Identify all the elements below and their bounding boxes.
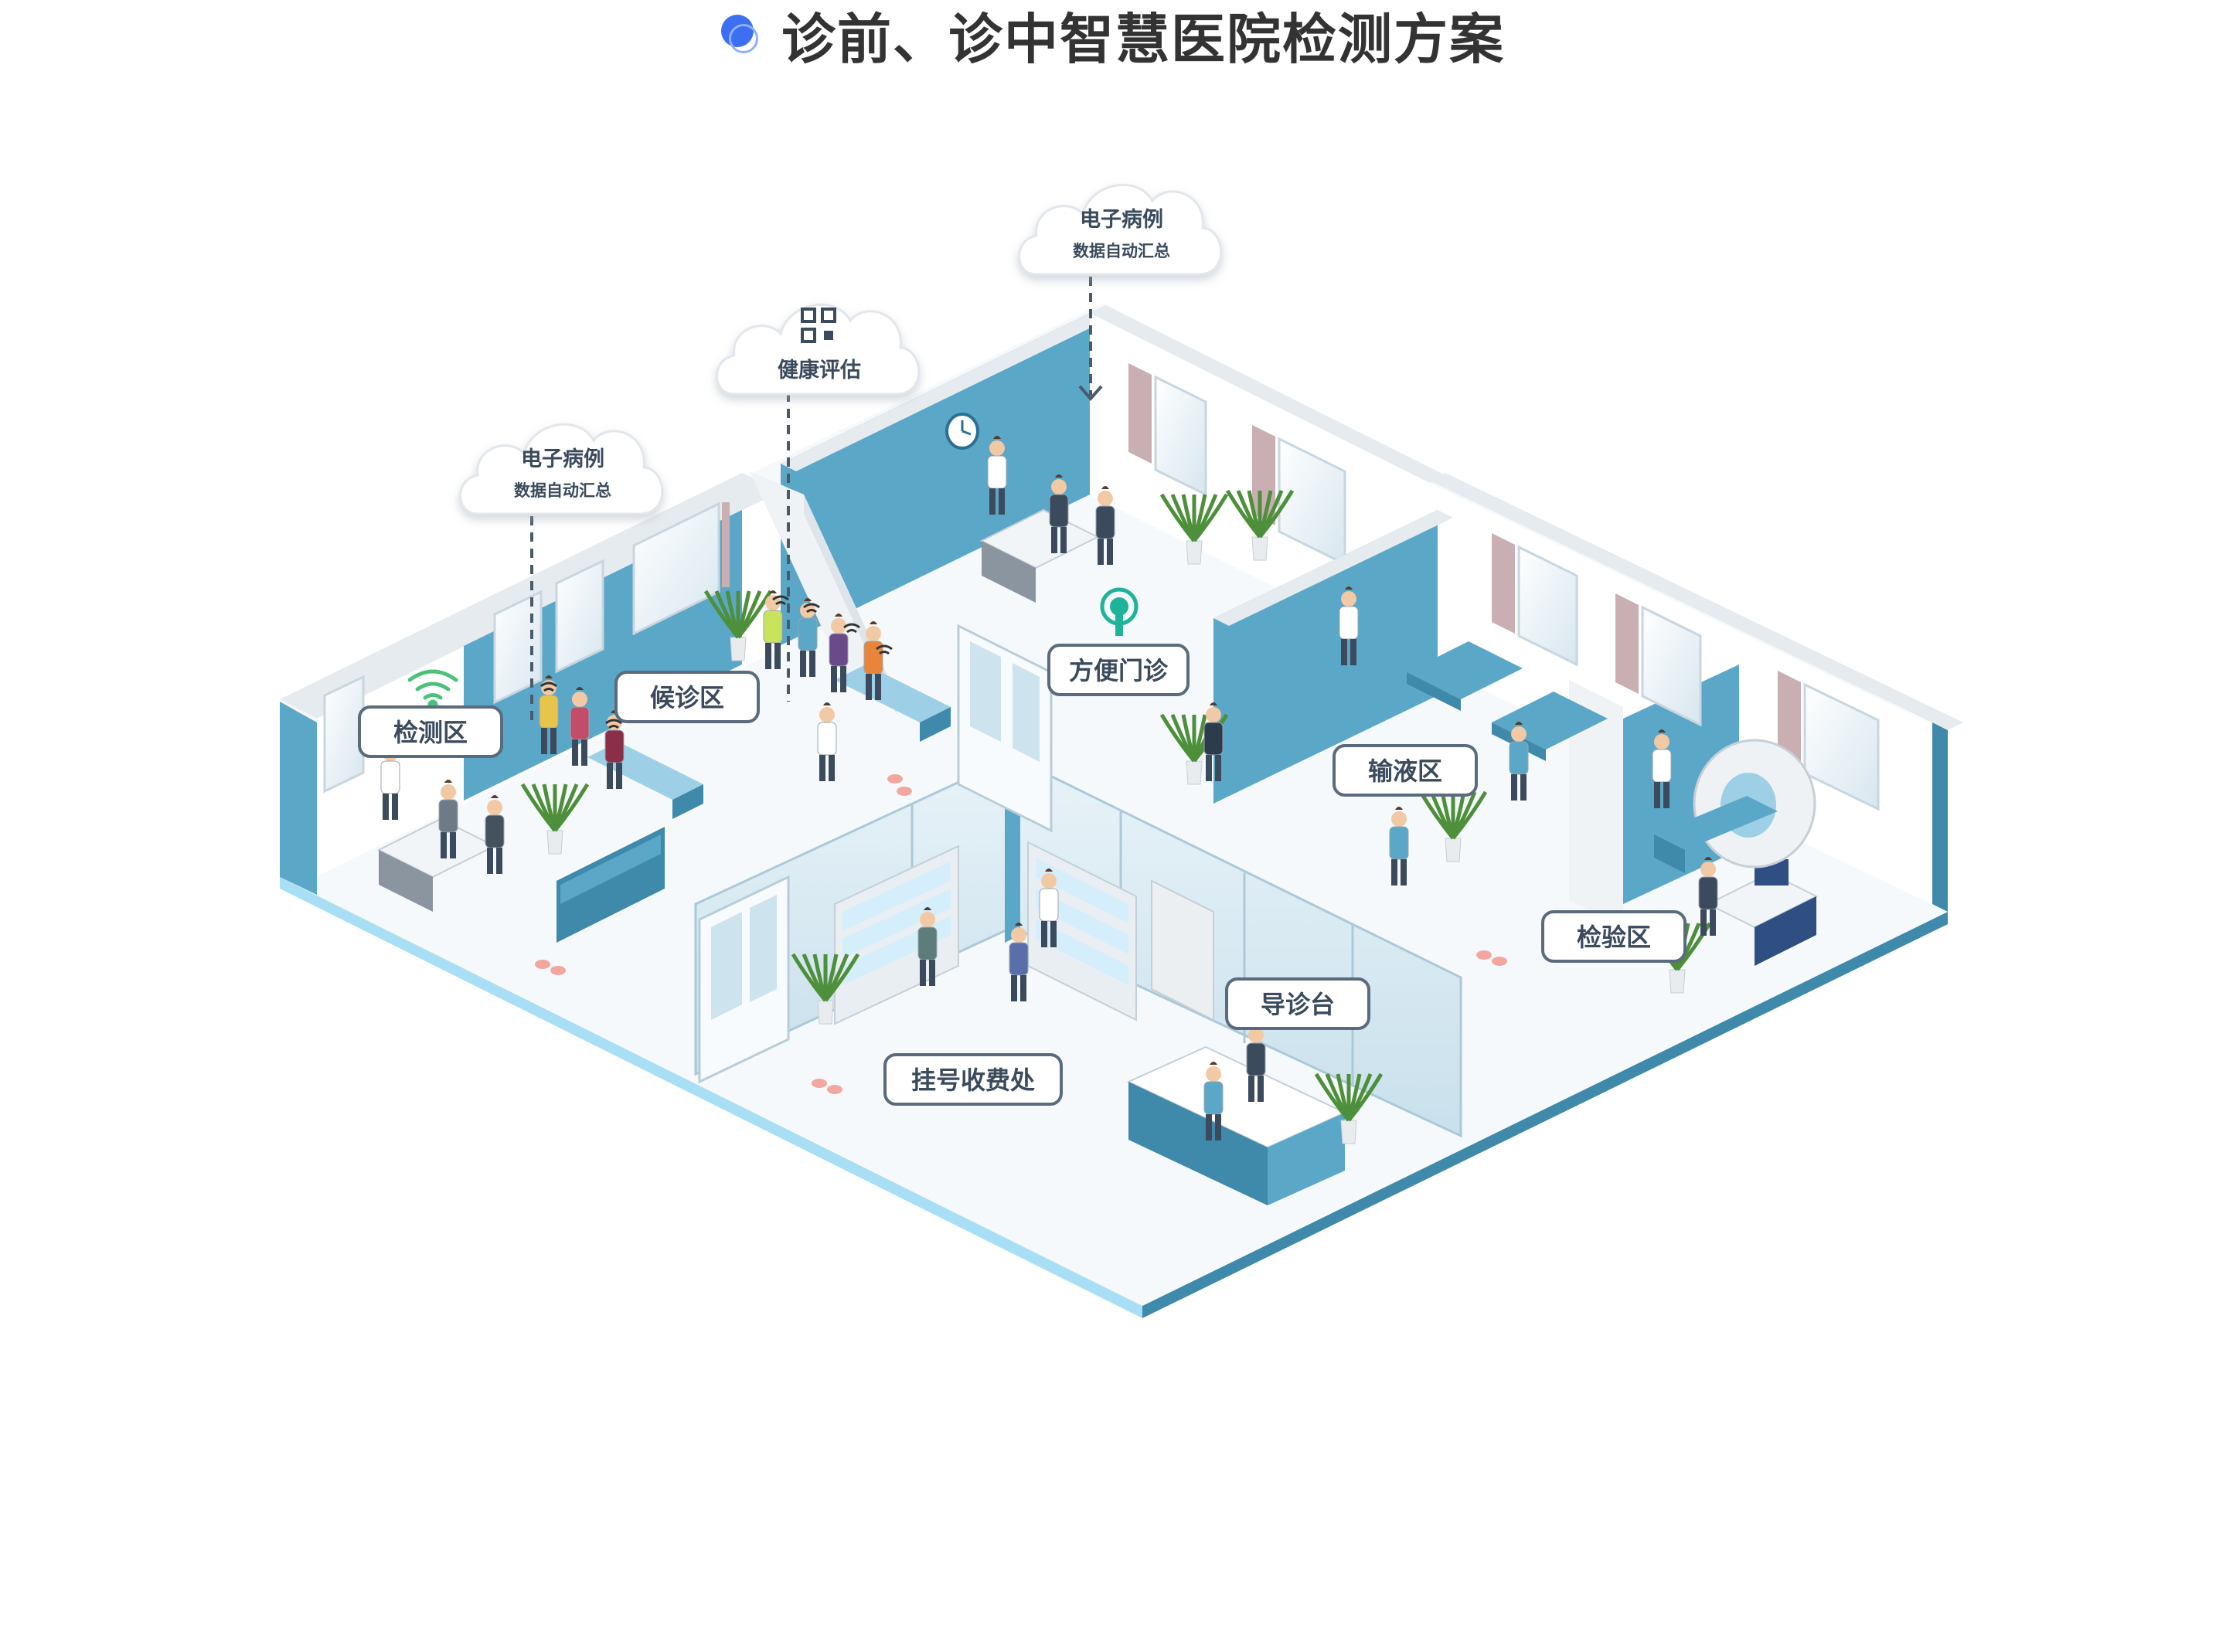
plant-icon [791, 953, 860, 1025]
cloud-text-line2: 数据自动汇总 [514, 481, 611, 500]
zone-label-text: 输液区 [1368, 756, 1442, 786]
cloud-text-line1: 电子病例 [521, 447, 604, 471]
person-figure [1509, 722, 1529, 801]
person-figure [829, 614, 849, 692]
person-figure [1203, 1062, 1224, 1140]
waiting-seats [556, 665, 951, 943]
zone-label-text: 导诊台 [1261, 990, 1335, 1019]
plant-icon [1225, 489, 1295, 561]
zone-label-detection: 检测区 [358, 705, 503, 758]
small-wifi-icons [540, 595, 893, 729]
reception-desk [1126, 1045, 1347, 1205]
qr-code-icon [801, 308, 836, 343]
zone-label-guide: 导诊台 [1225, 977, 1370, 1030]
cloud-health-assessment: 健康评估 [716, 303, 921, 396]
plant-icon [1314, 1072, 1384, 1144]
person-figure [863, 621, 883, 700]
person-figure [798, 598, 818, 677]
mri-scanner [1654, 739, 1816, 873]
person-figure [438, 780, 458, 858]
cloud-text-line1: 电子病例 [1080, 208, 1163, 232]
people [380, 436, 1718, 1140]
zone-label-waiting: 候诊区 [614, 671, 760, 723]
zone-label-infusion: 输液区 [1333, 744, 1478, 797]
desks [376, 508, 1819, 966]
windows-left [323, 501, 730, 794]
person-figure [1039, 868, 1059, 947]
zone-label-text: 候诊区 [650, 683, 724, 712]
person-figure [1095, 486, 1115, 565]
plant-icon [703, 590, 773, 661]
zone-label-registration: 挂号收费处 [883, 1053, 1063, 1106]
person-figure [485, 795, 505, 874]
zone-label-text: 检验区 [1577, 923, 1651, 952]
cloud-connectors [530, 277, 1092, 726]
person-figure [570, 687, 590, 766]
signal-tower-icon [1100, 587, 1139, 636]
person-figure [917, 907, 938, 986]
person-figure [987, 436, 1007, 515]
title-bar: 诊前、诊中智慧医院检测方案 [0, 0, 2226, 71]
cloud-text-line2: 数据自动汇总 [1073, 242, 1170, 260]
person-figure [1203, 702, 1224, 781]
person-figure [1652, 729, 1672, 808]
zone-label-lab: 检验区 [1541, 910, 1687, 963]
person-figure [817, 702, 837, 781]
pharmacy-shelves [834, 841, 1214, 1025]
cloud-text-line1: 健康评估 [778, 358, 861, 382]
zone-label-clinic: 方便门诊 [1047, 644, 1190, 696]
person-figure [763, 590, 783, 669]
plant-icon [1159, 493, 1229, 565]
zone-label-text: 检测区 [393, 718, 468, 747]
person-figure [1698, 857, 1718, 936]
plant-icon [520, 783, 590, 855]
person-figure [1339, 586, 1359, 665]
footprints [535, 774, 1507, 1094]
arrow-down-icon [1078, 385, 1103, 402]
page-title: 诊前、诊中智慧医院检测方案 [781, 7, 1505, 71]
zone-label-text: 方便门诊 [1069, 656, 1169, 685]
title-bullet-icon [721, 15, 761, 55]
person-figure [1049, 474, 1069, 553]
person-figure [1009, 923, 1029, 1001]
right-wing-walls [1213, 473, 1963, 927]
zone-label-text: 挂号收费处 [911, 1066, 1035, 1095]
person-figure [1389, 807, 1409, 885]
